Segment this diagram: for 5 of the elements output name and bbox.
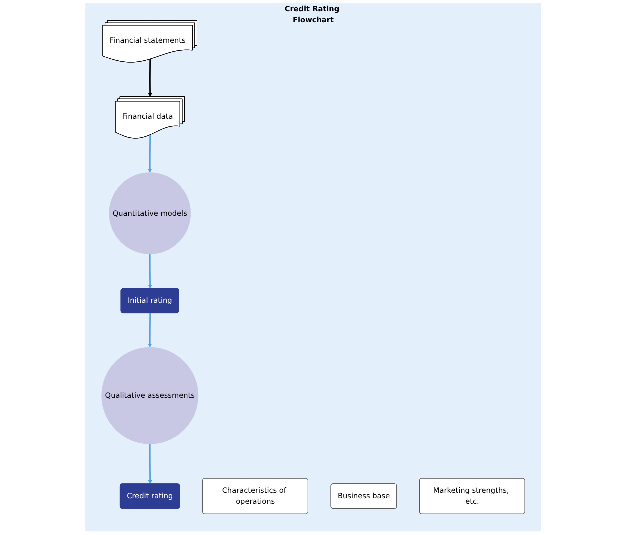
arrow <box>148 314 152 348</box>
arrow <box>148 444 152 484</box>
arrow <box>148 60 152 98</box>
arrow <box>148 135 152 173</box>
arrow <box>148 254 152 289</box>
